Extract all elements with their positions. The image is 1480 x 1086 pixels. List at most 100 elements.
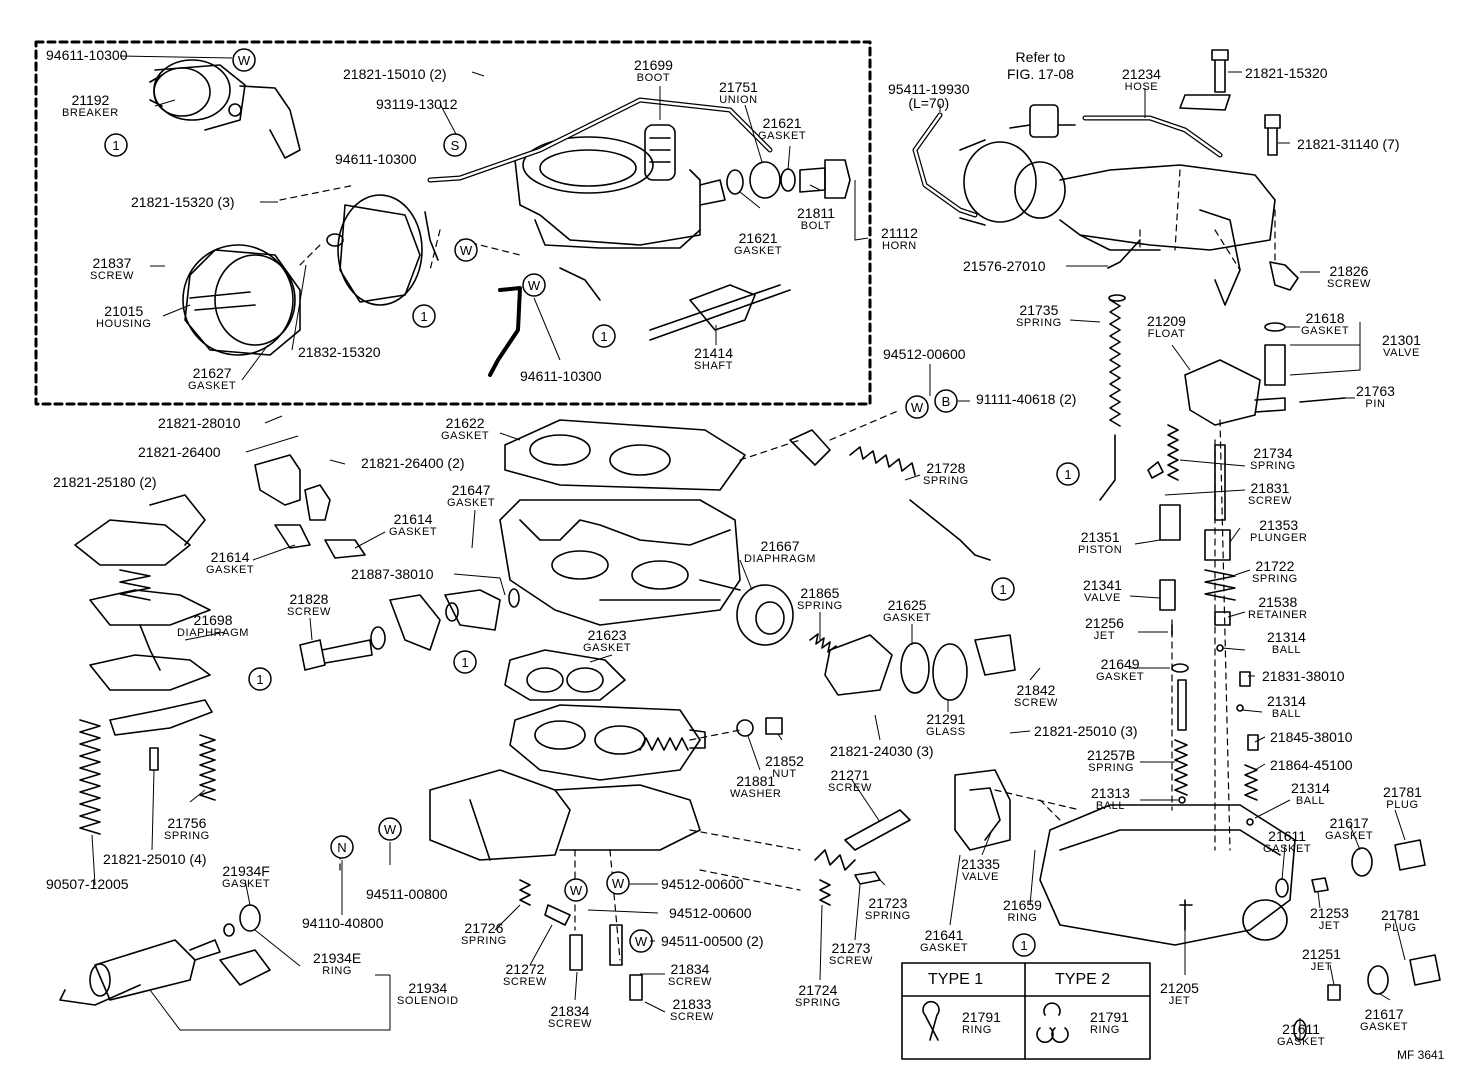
part-label: 21821-15320 (3) bbox=[131, 194, 235, 210]
spring-21257b bbox=[1174, 739, 1188, 796]
cover-drawing bbox=[337, 194, 423, 306]
spring-21722 bbox=[1204, 569, 1236, 601]
throttle-body-drawing bbox=[429, 704, 701, 861]
part-label: 21831-38010 bbox=[1262, 668, 1345, 684]
svg-text:B: B bbox=[942, 394, 951, 409]
part-label: 21821-15010 (2) bbox=[343, 66, 447, 82]
part-label: 21845-38010 bbox=[1270, 729, 1353, 745]
part-label: 21887-38010 bbox=[351, 566, 434, 582]
part-label: 94611-10300 bbox=[46, 47, 128, 63]
float-bowl-drawing bbox=[1039, 804, 1296, 946]
svg-text:1: 1 bbox=[256, 672, 263, 687]
marker-w-3 bbox=[522, 273, 546, 297]
marker-1-e bbox=[991, 577, 1015, 601]
svg-text:W: W bbox=[460, 243, 473, 258]
marker-w-5 bbox=[378, 817, 402, 841]
vent-tube bbox=[427, 97, 773, 183]
marker-w-1 bbox=[232, 48, 256, 72]
marker-n bbox=[330, 835, 354, 859]
part-label: 94611-10300 bbox=[335, 151, 417, 167]
part-label: 94511-00800 bbox=[366, 886, 448, 902]
gasket-21623 bbox=[504, 649, 626, 701]
svg-text:W: W bbox=[911, 400, 924, 415]
svg-text:W: W bbox=[528, 278, 541, 293]
spring-21756 bbox=[199, 734, 216, 801]
diaphragm-21667 bbox=[736, 584, 794, 646]
subassembly-frame bbox=[34, 40, 872, 406]
part-label: 21821-28010 bbox=[158, 415, 241, 431]
part-label: 21821-24030 (3) bbox=[830, 743, 934, 759]
part-label: 21576-27010 bbox=[963, 258, 1046, 274]
marker-1-f bbox=[453, 650, 477, 674]
marker-w-6 bbox=[564, 878, 588, 902]
hose-drawing-right bbox=[1082, 115, 1223, 158]
marker-1-legend bbox=[1012, 933, 1036, 957]
part-label: 21864-45100 bbox=[1270, 757, 1353, 773]
diagram-code: MF 3641 bbox=[1397, 1048, 1445, 1062]
marker-w-4 bbox=[905, 395, 929, 419]
svg-text:1: 1 bbox=[461, 655, 468, 670]
part-label: 90507-12005 bbox=[46, 876, 129, 892]
part-label: 94512-00600 bbox=[883, 346, 966, 362]
part-label: 21821-25010 (4) bbox=[103, 851, 207, 867]
svg-text:S: S bbox=[451, 138, 460, 153]
part-label: 21821-26400 bbox=[138, 444, 221, 460]
marker-s bbox=[443, 133, 467, 157]
part-label: 94512-00600 bbox=[661, 876, 744, 892]
marker-1-g bbox=[248, 667, 272, 691]
marker-1-a bbox=[104, 133, 128, 157]
spring-21881 bbox=[639, 737, 689, 751]
svg-text:1: 1 bbox=[600, 329, 607, 344]
spring-21728 bbox=[849, 446, 916, 476]
marker-w-2 bbox=[454, 238, 478, 262]
svg-text:W: W bbox=[635, 934, 648, 949]
part-label: 94110-40800 bbox=[302, 915, 384, 931]
